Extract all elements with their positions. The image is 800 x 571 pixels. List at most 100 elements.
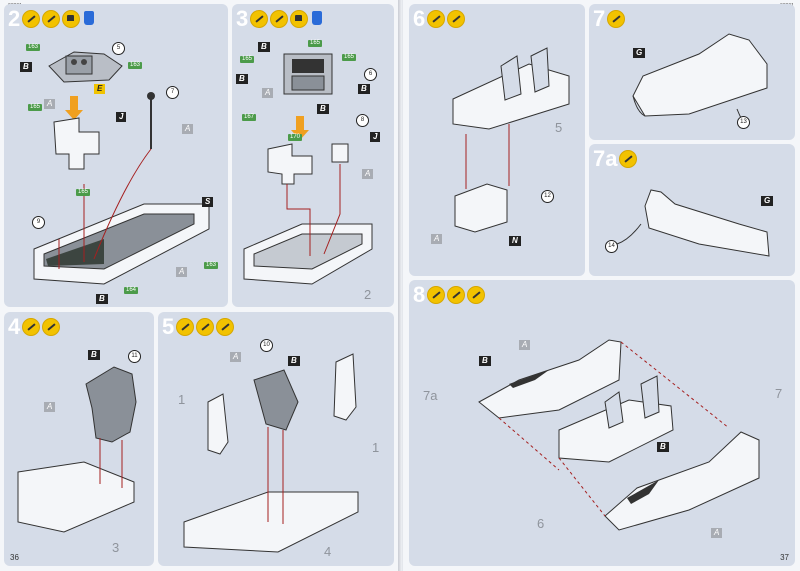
paint-icon xyxy=(607,10,625,28)
step-4-panel: 4 B A 11 3 36 xyxy=(4,312,154,566)
part-number: 12 xyxy=(541,190,554,203)
part-label-E: E xyxy=(94,84,106,94)
part-label-A: A xyxy=(431,234,443,244)
part-number: 10 xyxy=(260,339,273,352)
step-7-drawing xyxy=(632,33,768,119)
page-gutter xyxy=(398,0,406,571)
step-number: 7 xyxy=(593,6,606,31)
color-code: 165 xyxy=(76,189,91,196)
part-label-A: A xyxy=(230,352,242,362)
part-number: 13 xyxy=(737,116,750,129)
part-number: 8 xyxy=(356,114,369,127)
step-number: 7a xyxy=(593,146,618,171)
part-label-A: A xyxy=(711,528,723,538)
paint-icon xyxy=(42,318,60,336)
paint-icon xyxy=(42,10,60,28)
glue-icon xyxy=(427,286,445,304)
step-icons xyxy=(22,318,60,336)
part-label-A: A xyxy=(44,99,56,109)
house-icon xyxy=(62,10,80,28)
part-label-G: G xyxy=(633,48,646,58)
step-4-drawing xyxy=(17,366,137,533)
step-icons xyxy=(607,10,625,28)
part-label-B: B xyxy=(96,294,108,304)
step-7a-drawing xyxy=(616,189,770,257)
color-code: 165 xyxy=(28,104,43,111)
step-number: 6 xyxy=(413,6,426,31)
color-code: 163 xyxy=(26,44,41,51)
step-icons xyxy=(250,10,322,28)
reference-number: 3 xyxy=(112,540,120,555)
page-number: 37 xyxy=(780,553,789,562)
part-label-J: J xyxy=(116,112,127,122)
color-code: 165 xyxy=(308,40,323,47)
reference-number: 5 xyxy=(555,120,563,135)
paint-icon xyxy=(447,286,465,304)
color-code: 165 xyxy=(342,54,357,61)
glue-icon xyxy=(22,318,40,336)
part-label-A: A xyxy=(176,267,188,277)
part-number: 7 xyxy=(166,86,179,99)
part-label-B: B xyxy=(88,350,100,360)
color-code: 170 xyxy=(288,134,303,141)
paint-icon xyxy=(467,286,485,304)
part-number: 5 xyxy=(112,42,125,55)
part-label-B: B xyxy=(20,62,32,72)
glue-icon xyxy=(250,10,268,28)
step-3-drawing xyxy=(243,53,373,285)
left-page: 03801 2 xyxy=(0,0,400,571)
paint-icon xyxy=(270,10,288,28)
part-label-B: B xyxy=(317,104,329,114)
right-page: 03801 6 A N 12 5 7 xyxy=(403,0,800,571)
step-number: 3 xyxy=(236,6,249,31)
step-5-panel: 5 A B 10 1 1 4 xyxy=(158,312,394,566)
part-label-N: N xyxy=(509,236,521,246)
paint-icon xyxy=(216,318,234,336)
part-label-A: A xyxy=(262,88,274,98)
reference-number: 1 xyxy=(178,392,186,407)
step-icons xyxy=(427,286,485,304)
step-number: 4 xyxy=(8,314,21,339)
part-number: 14 xyxy=(605,240,618,253)
color-code: 165 xyxy=(240,56,255,63)
reference-number: 2 xyxy=(364,287,372,302)
step-5-drawing xyxy=(183,353,359,553)
part-label-B: B xyxy=(288,356,300,366)
step-2-panel: 2 xyxy=(4,4,228,307)
part-label-B: B xyxy=(258,42,270,52)
glue-icon xyxy=(22,10,40,28)
reference-number: 7a xyxy=(423,388,438,403)
color-code: 167 xyxy=(242,114,257,121)
glue-icon xyxy=(427,10,445,28)
step-number: 5 xyxy=(162,314,175,339)
house-icon xyxy=(290,10,308,28)
color-code: 164 xyxy=(124,287,139,294)
step-2-drawing xyxy=(33,51,210,285)
color-code: 163 xyxy=(128,62,143,69)
part-number: 6 xyxy=(364,68,377,81)
color-code: 163 xyxy=(204,262,219,269)
part-label-A: A xyxy=(519,340,531,350)
part-label-B: B xyxy=(479,356,491,366)
page-number: 36 xyxy=(10,553,19,562)
reference-number: 4 xyxy=(324,544,332,559)
part-label-A: A xyxy=(182,124,194,134)
part-label-G: G xyxy=(761,196,774,206)
part-label-A: A xyxy=(362,169,374,179)
reference-number: 1 xyxy=(372,440,380,455)
part-number: 9 xyxy=(32,216,45,229)
part-label-J: J xyxy=(370,132,381,142)
step-7-panel: 7 G 13 xyxy=(589,4,795,140)
step-7a-panel: 7a G 14 xyxy=(589,144,795,276)
reference-number: 7 xyxy=(775,386,783,401)
part-label-B: B xyxy=(657,442,669,452)
step-6-drawing xyxy=(452,47,570,233)
step-3-panel: 3 B B A B B xyxy=(232,4,394,307)
step-8-panel: 8 B A xyxy=(409,280,795,566)
paint-icon xyxy=(619,150,637,168)
part-label-S: S xyxy=(202,197,214,207)
paint-bottle-icon xyxy=(312,11,322,25)
step-6-panel: 6 A N 12 5 xyxy=(409,4,585,276)
part-label-B: B xyxy=(358,84,370,94)
reference-number: 6 xyxy=(537,516,545,531)
